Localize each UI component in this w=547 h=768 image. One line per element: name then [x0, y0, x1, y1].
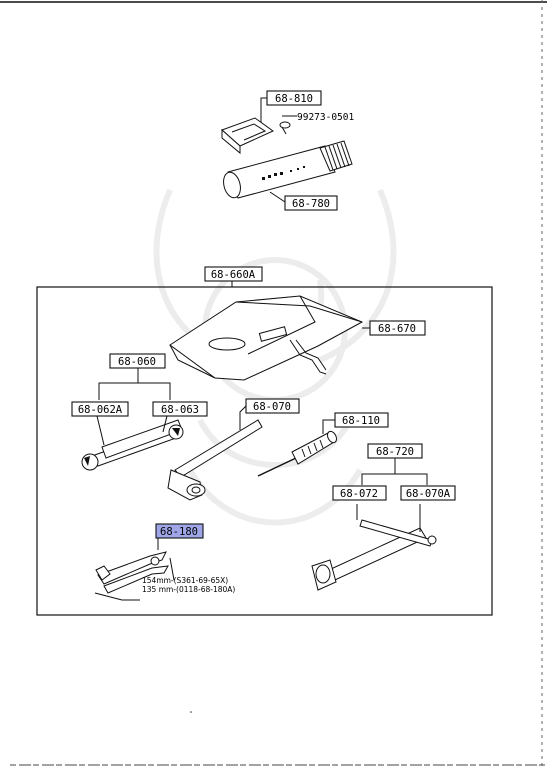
part-label-68-070a: 68-070A [400, 485, 456, 501]
part-label-68-070: 68-070 [245, 398, 300, 414]
part-label-68-660a: 68-660A [204, 266, 263, 282]
part-label-68-072: 68-072 [332, 485, 387, 501]
double-end-wrenches [81, 415, 184, 471]
part-number: 68-072 [340, 488, 378, 500]
part-number: 68-110 [342, 415, 380, 427]
part-label-68-180[interactable]: 68-180 [155, 523, 204, 539]
part-number: 68-060 [118, 356, 156, 368]
dimension-notes: 154mm-(S361-69-65X) 135 mm-(0118-68-180A… [142, 576, 235, 594]
plug-wrench [167, 405, 263, 501]
part-label-68-063: 68-063 [152, 401, 208, 417]
part-label-68-110: 68-110 [334, 412, 389, 428]
part-label-68-780: 68-780 [284, 195, 338, 211]
part-label-68-062a: 68-062A [71, 401, 129, 417]
part-number: 68-063 [161, 404, 199, 416]
part-number: 99273-0501 [297, 112, 354, 123]
part-label-68-720: 68-720 [367, 443, 423, 459]
part-label-68-670: 68-670 [369, 320, 426, 336]
kit-frame [36, 286, 493, 616]
dimension-note-154mm: 154mm-(S361-69-65X) [142, 576, 228, 585]
part-label-68-060: 68-060 [109, 353, 166, 369]
part-label-68-810: 68-810 [266, 90, 322, 106]
part-number: 68-180 [160, 526, 198, 538]
dimension-note-135mm: 135 mm-(0118-68-180A) [142, 585, 235, 594]
part-number: 68-062A [78, 404, 123, 416]
part-number: 68-660A [211, 269, 256, 281]
part-number: 68-070 [253, 401, 291, 413]
part-label-99273-0501: 99273-0501 [297, 112, 354, 123]
pliers [94, 538, 175, 601]
screwdriver [257, 419, 338, 477]
tool-bag [169, 295, 370, 381]
wheel-wrench [311, 504, 437, 591]
scan-dot [190, 711, 192, 713]
top-part-group [221, 97, 353, 203]
part-number: 68-720 [376, 446, 414, 458]
part-number: 68-810 [275, 93, 313, 105]
part-number: 68-670 [378, 323, 416, 335]
part-number: 68-070A [406, 488, 451, 500]
part-number: 68-780 [292, 198, 330, 210]
